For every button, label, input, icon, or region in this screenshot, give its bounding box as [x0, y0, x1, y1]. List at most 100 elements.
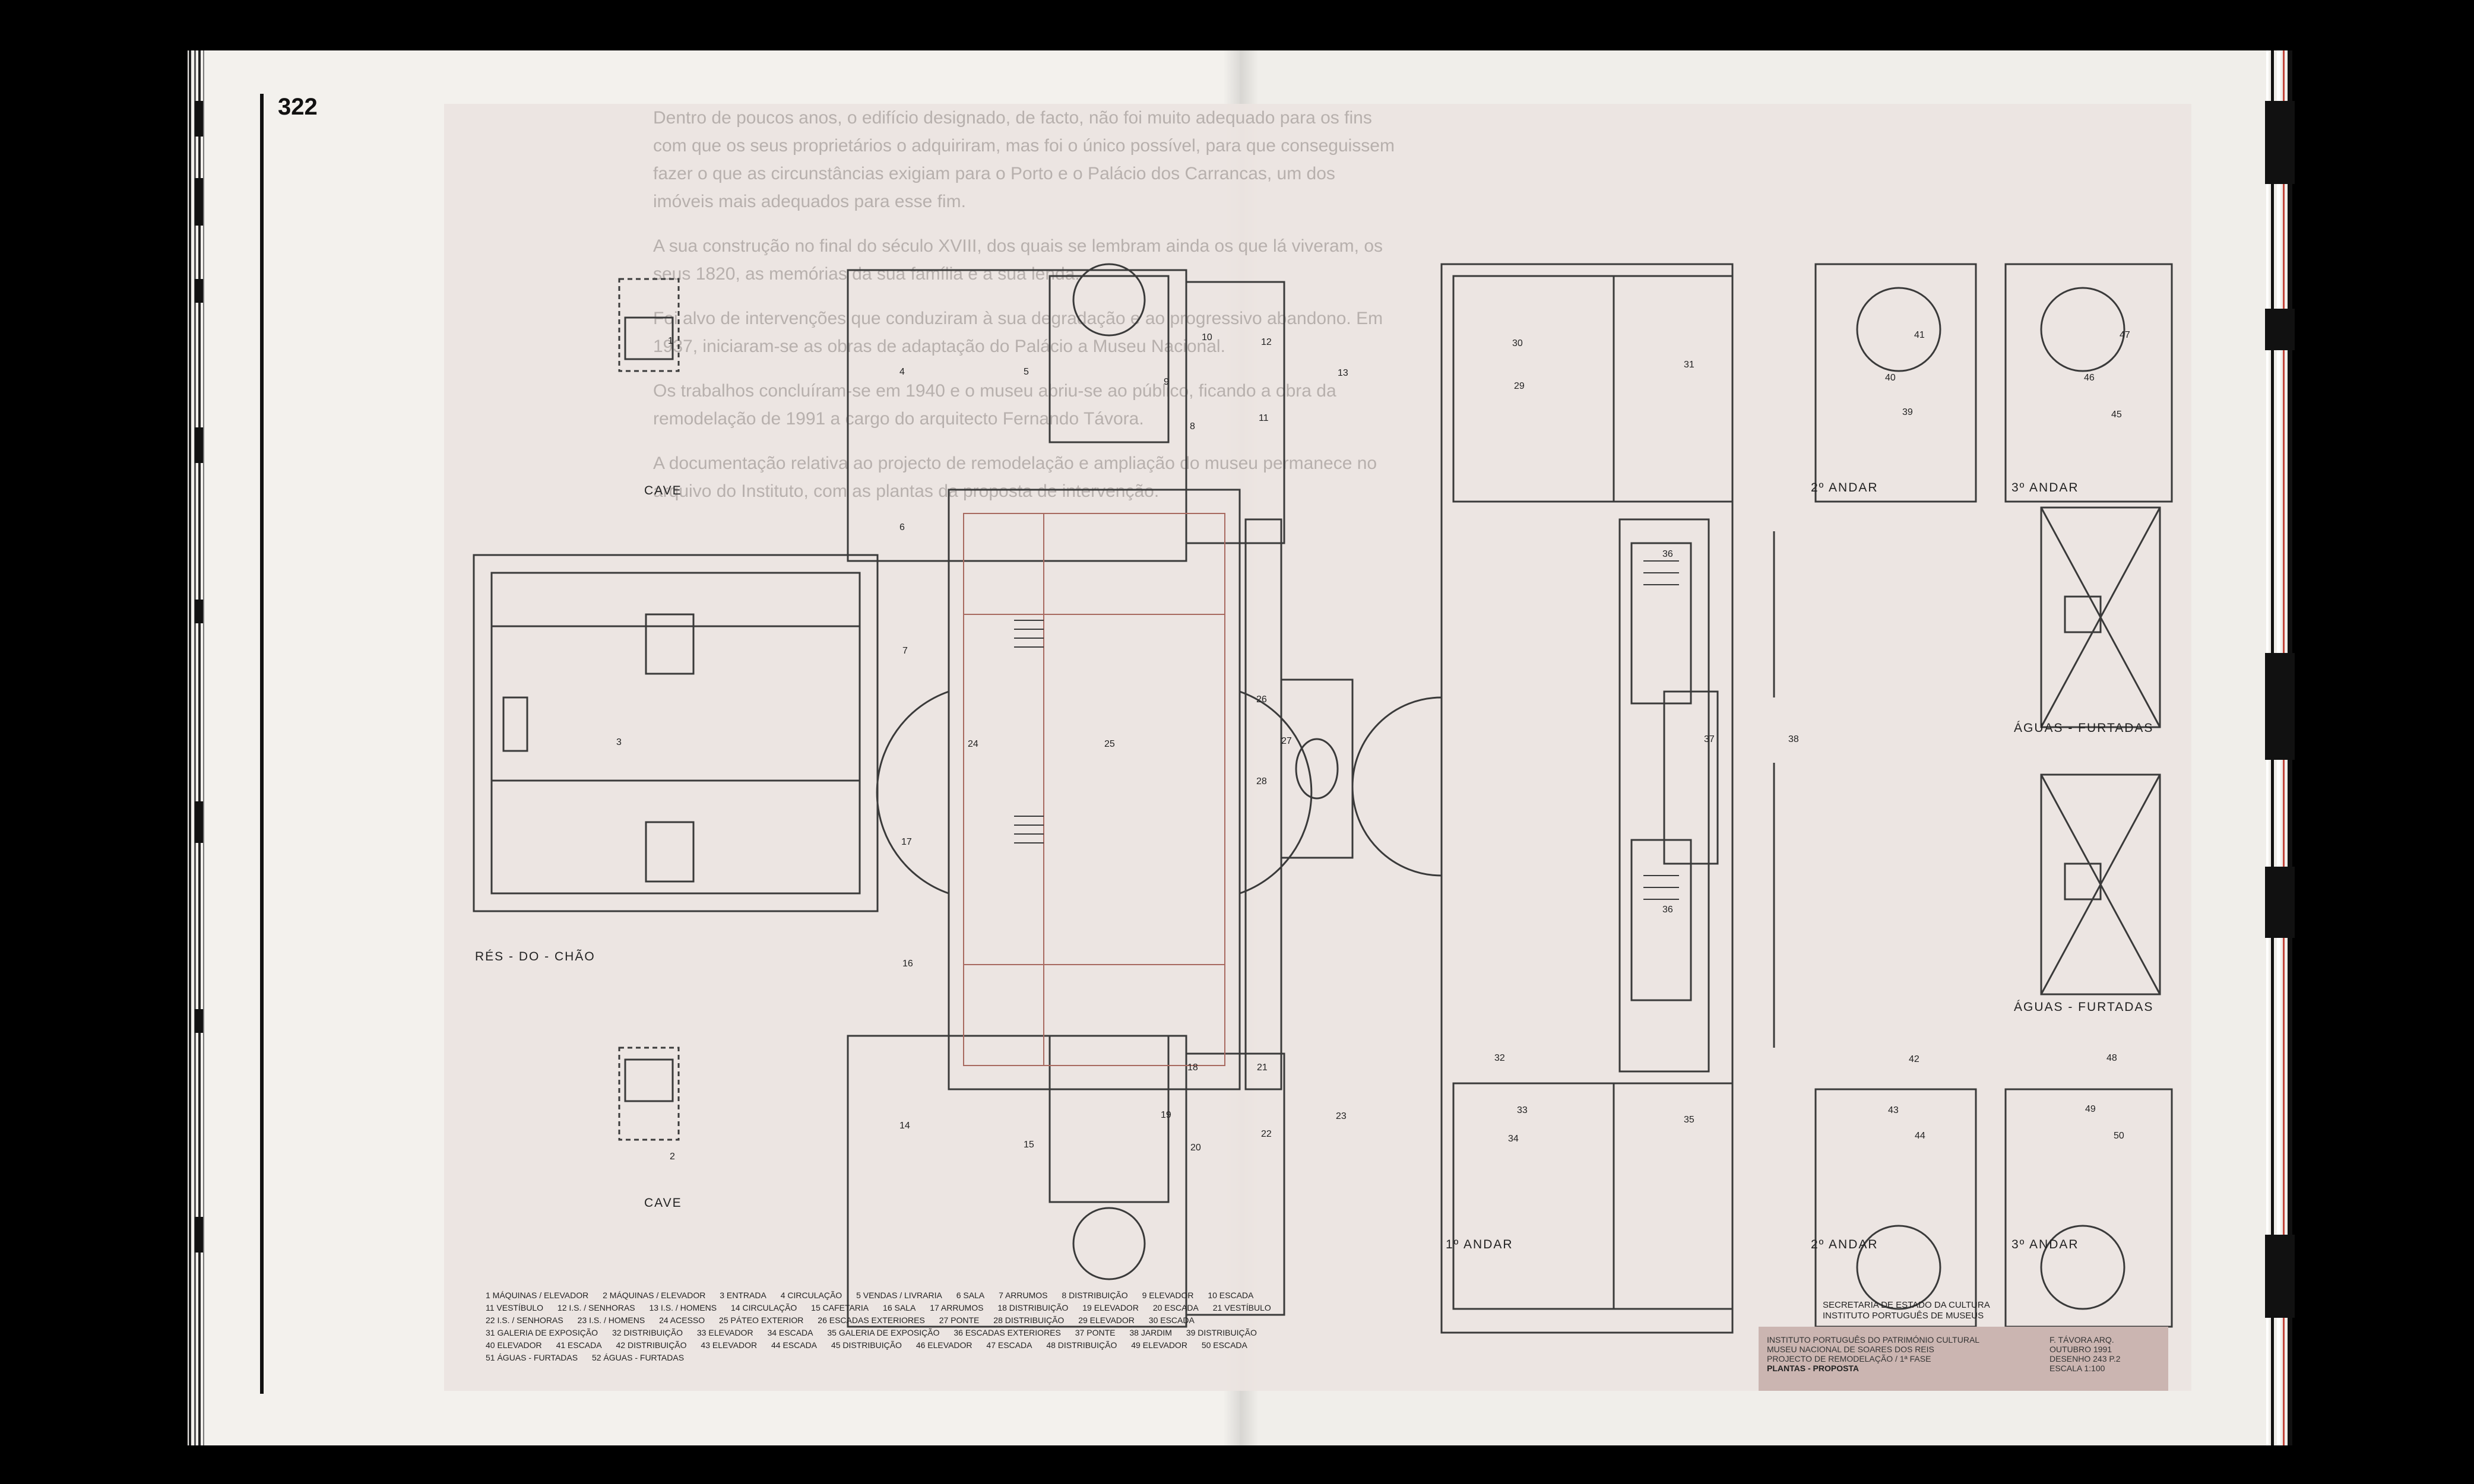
- room-number: 8: [1190, 421, 1195, 432]
- room-number: 13: [1338, 368, 1348, 378]
- legend-item: 8 DISTRIBUIÇÃO: [1062, 1290, 1128, 1300]
- cave-block-bottom: [618, 1047, 680, 1141]
- legend-item: 5 VENDAS / LIVRARIA: [856, 1290, 942, 1300]
- title-block-meta-line: DESENHO 243 P.2: [2049, 1354, 2121, 1363]
- edge-mark: [195, 1009, 203, 1033]
- room-number: 19: [1161, 1110, 1171, 1120]
- edge-mark: [195, 427, 203, 463]
- room-number: 5: [1024, 367, 1029, 377]
- legend-item: 25 PÁTEO EXTERIOR: [719, 1315, 804, 1325]
- attic-bottom: [2040, 773, 2161, 995]
- room-number: 15: [1024, 1140, 1034, 1150]
- courtyard: [948, 489, 1241, 1090]
- label-attic-top: ÁGUAS - FURTADAS: [2014, 721, 2154, 735]
- edge-mark: [195, 279, 203, 303]
- show-through-text: Dentro de poucos anos, o edifício design…: [653, 104, 1395, 1362]
- third-floor-top: [2004, 263, 2173, 503]
- legend-item: 46 ELEVADOR: [916, 1340, 973, 1350]
- second-floor-bottom: [1814, 1088, 1977, 1328]
- legend-item: 41 ESCADA: [556, 1340, 602, 1350]
- edge-mark: [2265, 867, 2295, 938]
- label-ground-floor: RÉS - DO - CHÃO: [475, 950, 595, 963]
- room-number: 42: [1909, 1054, 1919, 1064]
- room-number: 47: [2120, 330, 2130, 340]
- room-number: 2: [670, 1152, 675, 1162]
- first-floor-plan: [1440, 263, 1734, 1334]
- legend-item: 19 ELEVADOR: [1082, 1303, 1139, 1312]
- legend-item: 34 ESCADA: [767, 1328, 813, 1337]
- drawing-title-block: INSTITUTO PORTUGUÊS DO PATRIMÓNIO CULTUR…: [1759, 1327, 2168, 1391]
- room-number: 6: [899, 522, 905, 532]
- legend-item: 26 ESCADAS EXTERIORES: [818, 1315, 925, 1325]
- left-page-edges: [189, 50, 207, 1445]
- legend-item: 39 DISTRIBUIÇÃO: [1186, 1328, 1257, 1337]
- legend-item: 42 DISTRIBUIÇÃO: [616, 1340, 687, 1350]
- floor-plan-drawing: [473, 263, 2173, 1334]
- legend-item: 10 ESCADA: [1208, 1290, 1254, 1300]
- legend-item: 47 ESCADA: [986, 1340, 1032, 1350]
- room-number: 26: [1256, 695, 1267, 705]
- legend-item: 29 ELEVADOR: [1078, 1315, 1135, 1325]
- legend-item: 18 DISTRIBUIÇÃO: [997, 1303, 1069, 1312]
- room-number: 36: [1662, 905, 1673, 915]
- room-number: 22: [1261, 1129, 1272, 1139]
- legend-item: 20 ESCADA: [1152, 1303, 1199, 1312]
- title-block-meta: F. TÁVORA ARQ. OUTUBRO 1991 DESENHO 243 …: [2049, 1335, 2162, 1373]
- room-number: 39: [1902, 407, 1913, 417]
- legend-item: 35 GALERIA DE EXPOSIÇÃO: [827, 1328, 940, 1337]
- legend-item: 13 I.S. / HOMENS: [649, 1303, 717, 1312]
- edge-mark: [195, 801, 203, 843]
- third-floor-bottom: [2004, 1088, 2173, 1328]
- legend-item: 12 I.S. / SENHORAS: [557, 1303, 635, 1312]
- room-number: 34: [1508, 1134, 1519, 1144]
- edge-mark: [195, 178, 203, 226]
- legend-item: 36 ESCADAS EXTERIORES: [954, 1328, 1061, 1337]
- room-number: 9: [1164, 377, 1169, 387]
- plan-legend: 1 MÁQUINAS / ELEVADOR 2 MÁQUINAS / ELEVA…: [486, 1289, 1329, 1364]
- room-number: 37: [1704, 734, 1715, 744]
- edge-mark: [2265, 101, 2295, 184]
- room-number: 46: [2084, 373, 2095, 383]
- legend-item: 23 I.S. / HOMENS: [577, 1315, 645, 1325]
- legend-item: 22 I.S. / SENHORAS: [486, 1315, 563, 1325]
- legend-item: 43 ELEVADOR: [701, 1340, 758, 1350]
- legend-item: 30 ESCADA: [1148, 1315, 1195, 1325]
- room-number: 28: [1256, 776, 1267, 787]
- label-third-floor-bottom: 3º ANDAR: [2011, 1238, 2079, 1251]
- ground-entrance-wing: [473, 554, 879, 912]
- legend-item: 31 GALERIA DE EXPOSIÇÃO: [486, 1328, 598, 1337]
- room-number: 49: [2085, 1104, 2096, 1114]
- room-number: 1: [668, 336, 673, 346]
- tracing-paper-overlay: [444, 104, 2191, 1391]
- room-number: 17: [901, 837, 912, 847]
- room-number: 38: [1788, 734, 1799, 744]
- legend-item: 40 ELEVADOR: [486, 1340, 542, 1350]
- label-second-floor-bottom: 2º ANDAR: [1811, 1238, 1879, 1251]
- page-number: 322: [278, 94, 318, 120]
- legend-item: 27 PONTE: [939, 1315, 980, 1325]
- margin-rule: [260, 94, 264, 1394]
- ghost-paragraph: A documentação relativa ao projecto de r…: [653, 454, 1377, 501]
- room-number: 36: [1662, 549, 1673, 559]
- cave-block-top: [618, 278, 680, 372]
- room-number: 30: [1512, 338, 1523, 348]
- room-number: 14: [899, 1121, 910, 1131]
- legend-item: 45 DISTRIBUIÇÃO: [831, 1340, 902, 1350]
- room-number: 29: [1514, 381, 1525, 391]
- legend-item: 21 VESTÍBULO: [1212, 1303, 1271, 1312]
- legend-item: 24 ACESSO: [659, 1315, 705, 1325]
- legend-item: 32 DISTRIBUIÇÃO: [612, 1328, 683, 1337]
- label-cave-bottom: CAVE: [644, 1196, 682, 1210]
- room-number: 43: [1888, 1105, 1899, 1115]
- legend-item: 15 CAFETARIA: [811, 1303, 869, 1312]
- ground-bottom-wing: [847, 1035, 1187, 1328]
- room-number: 20: [1190, 1143, 1201, 1153]
- legend-item: 6 SALA: [956, 1290, 985, 1300]
- legend-item: 9 ELEVADOR: [1142, 1290, 1194, 1300]
- room-number: 25: [1104, 739, 1115, 749]
- legend-item: 51 ÁGUAS - FURTADAS: [486, 1353, 578, 1362]
- title-block-line: INSTITUTO PORTUGUÊS DO PATRIMÓNIO CULTUR…: [1767, 1335, 1980, 1345]
- label-first-floor: 1º ANDAR: [1446, 1238, 1513, 1251]
- title-block-meta-line: F. TÁVORA ARQ.: [2049, 1335, 2114, 1345]
- room-number: 16: [902, 959, 913, 969]
